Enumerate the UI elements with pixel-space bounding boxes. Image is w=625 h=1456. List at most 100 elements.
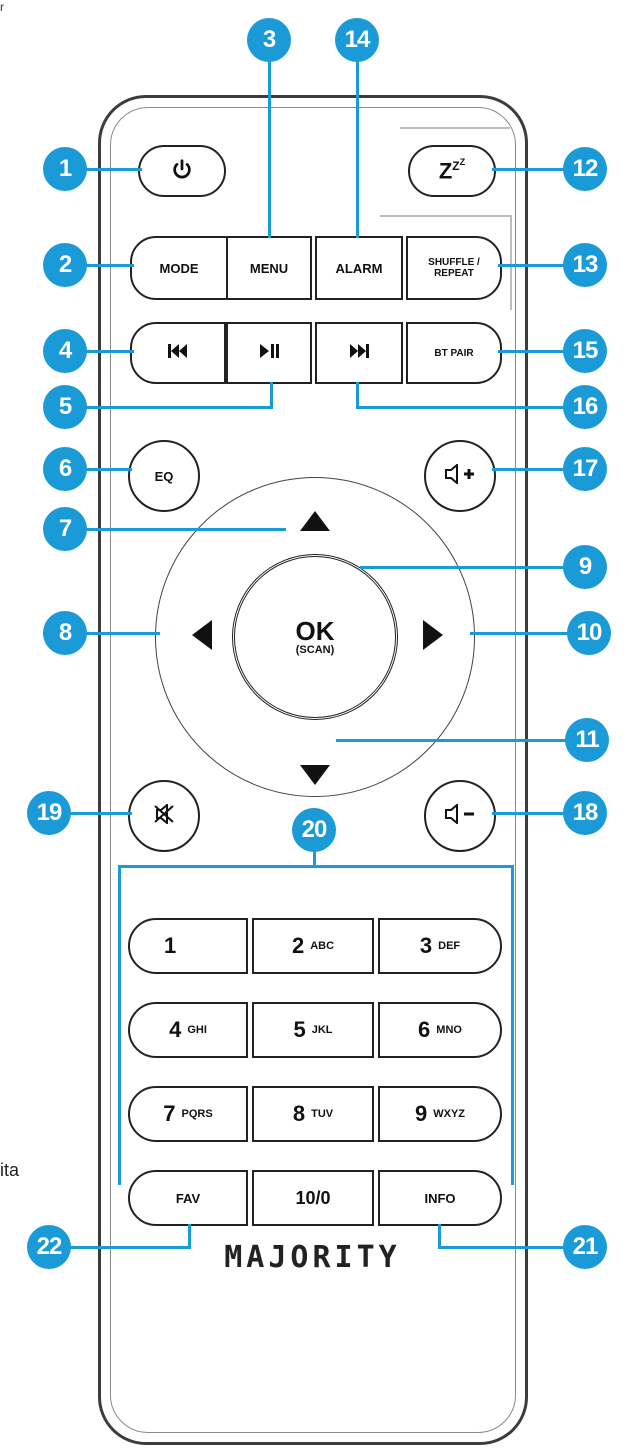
- callout-20: 20: [292, 808, 336, 852]
- callout-line-20r: [511, 865, 514, 1185]
- callout-line-12: [492, 168, 566, 171]
- callout-6: 6: [43, 447, 87, 491]
- ok-scan-button[interactable]: OK (SCAN): [232, 554, 398, 720]
- callout-22: 22: [27, 1225, 71, 1269]
- callout-line-16a: [356, 406, 566, 409]
- key-digit: 3: [419, 933, 433, 958]
- panel-divider: [380, 215, 510, 217]
- key-digit: 4: [169, 1017, 182, 1042]
- volume-up-icon: [444, 462, 476, 489]
- callout-line-21v: [438, 1224, 441, 1248]
- callout-line-20v: [313, 845, 316, 867]
- callout-line-8: [86, 632, 160, 635]
- callout-line-3: [268, 60, 271, 238]
- callout-line-18: [492, 812, 566, 815]
- down-arrow-icon[interactable]: [300, 765, 330, 785]
- callout-line-17: [492, 468, 566, 471]
- right-arrow-icon[interactable]: [423, 620, 443, 650]
- alarm-button[interactable]: ALARM: [315, 236, 403, 300]
- callout-line-21h: [438, 1246, 566, 1249]
- callout-line-4: [86, 350, 134, 353]
- skip-previous-icon: [167, 343, 189, 364]
- callout-17: 17: [563, 447, 607, 491]
- eq-button[interactable]: EQ: [128, 440, 200, 512]
- volume-down-icon: [444, 802, 476, 829]
- callout-line-1: [86, 168, 142, 171]
- volume-up-button[interactable]: [424, 440, 496, 512]
- callout-15: 15: [563, 329, 607, 373]
- callout-12: 12: [563, 147, 607, 191]
- callout-11: 11: [565, 718, 609, 762]
- key-digit: 5: [293, 1017, 306, 1042]
- callout-line-5a: [86, 406, 272, 409]
- callout-line-9: [360, 566, 566, 569]
- key-letters: WXYZ: [433, 1108, 466, 1120]
- key-digit: 6: [418, 1017, 431, 1042]
- callout-line-22h: [66, 1246, 191, 1249]
- key-3[interactable]: 3 DEF: [378, 918, 502, 974]
- callout-1: 1: [43, 147, 87, 191]
- info-button[interactable]: INFO: [378, 1170, 502, 1226]
- mute-button[interactable]: [128, 780, 200, 852]
- shuffle-repeat-button[interactable]: SHUFFLE / REPEAT: [406, 236, 502, 300]
- key-digit: 2: [291, 933, 305, 958]
- remote-inner-outline: [110, 107, 516, 1433]
- brand-logo: MAJORITY: [224, 1240, 401, 1275]
- side-text: ita: [0, 1160, 20, 1180]
- next-button[interactable]: [315, 322, 403, 384]
- play-pause-button[interactable]: [226, 322, 312, 384]
- key-4[interactable]: 4 GHI: [128, 1002, 248, 1058]
- key-digit: 9: [414, 1101, 428, 1126]
- key-1[interactable]: 1: [128, 918, 248, 974]
- up-arrow-icon[interactable]: [300, 511, 330, 531]
- key-letters: GHI: [187, 1024, 207, 1036]
- key-letters: ABC: [310, 940, 335, 952]
- key-digit: 8: [292, 1101, 306, 1126]
- fav-button[interactable]: FAV: [128, 1170, 248, 1226]
- callout-line-6: [86, 468, 132, 471]
- callout-19: 19: [27, 791, 71, 835]
- snooze-icon: ZZZ: [438, 157, 466, 184]
- callout-10: 10: [567, 611, 611, 655]
- key-6[interactable]: 6 MNO: [378, 1002, 502, 1058]
- callout-line-15: [498, 350, 566, 353]
- bt-pair-button[interactable]: BT PAIR: [406, 322, 502, 384]
- callout-line-20h: [118, 865, 514, 868]
- power-button[interactable]: [138, 145, 226, 197]
- menu-button[interactable]: MENU: [226, 236, 312, 300]
- power-icon: [171, 158, 193, 185]
- ten-zero-button[interactable]: 10/0: [252, 1170, 374, 1226]
- remote-outline: [98, 95, 528, 1445]
- corner-mark: r: [0, 0, 4, 14]
- mute-icon: [153, 802, 175, 829]
- callout-line-20l: [118, 865, 121, 1185]
- callout-3: 3: [247, 18, 291, 62]
- callout-line-22v: [188, 1224, 191, 1248]
- key-2[interactable]: 2 ABC: [252, 918, 374, 974]
- key-digit: 1: [164, 933, 177, 958]
- callout-line-19: [70, 812, 132, 815]
- shuffle-label: SHUFFLE /: [428, 257, 480, 268]
- callout-14: 14: [335, 18, 379, 62]
- key-letters: DEF: [438, 940, 461, 952]
- callout-line-5b: [270, 382, 273, 409]
- callout-18: 18: [563, 791, 607, 835]
- callout-16: 16: [563, 385, 607, 429]
- navigation-ring: [155, 477, 475, 797]
- panel-divider: [510, 215, 512, 310]
- key-9[interactable]: 9 WXYZ: [378, 1086, 502, 1142]
- snooze-button[interactable]: ZZZ: [408, 145, 496, 197]
- callout-line-11: [336, 739, 568, 742]
- callout-4: 4: [43, 329, 87, 373]
- callout-13: 13: [563, 243, 607, 287]
- left-arrow-icon[interactable]: [192, 620, 212, 650]
- key-letters: PQRS: [181, 1108, 213, 1120]
- previous-button[interactable]: [130, 322, 226, 384]
- volume-down-button[interactable]: [424, 780, 496, 852]
- key-letters: MNO: [436, 1024, 462, 1036]
- mode-button[interactable]: MODE: [130, 236, 228, 300]
- callout-21: 21: [563, 1225, 607, 1269]
